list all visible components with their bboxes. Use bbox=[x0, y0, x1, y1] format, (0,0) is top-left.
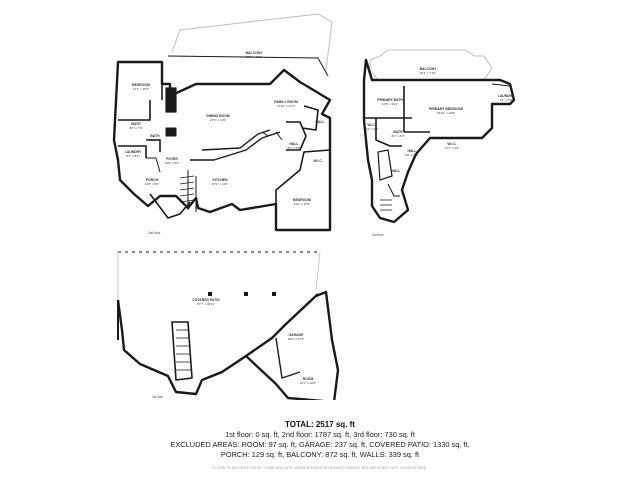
room-name: BALCONY bbox=[420, 67, 438, 71]
room-labels-1st-floor: COVERED PATIO 57'7" x 30'11" GARAGE 18'0… bbox=[192, 298, 316, 385]
room-name: W.I.C. bbox=[367, 123, 376, 127]
room-name: HALL bbox=[289, 142, 298, 146]
floor-name-3rd: 3rd floor bbox=[372, 233, 385, 237]
room-dims: 11'0" x 8'4" bbox=[145, 182, 160, 186]
room-name: PRIMARY BATH bbox=[377, 98, 403, 102]
floor-plan-3rd-floor: 3rd floor bbox=[362, 49, 516, 237]
room-name: HALL bbox=[315, 120, 324, 124]
room-name: FOYER bbox=[166, 157, 178, 161]
room-name: HALL bbox=[407, 149, 416, 153]
room-dims: 14'7" x 15'3" bbox=[133, 87, 149, 91]
room-dims: 11'10" x 17'0" bbox=[277, 104, 295, 108]
room-name: W.I.C. bbox=[313, 159, 322, 163]
room-dims: 30'1" x 7'10" bbox=[420, 71, 436, 75]
area-summary: TOTAL: 2517 sq. ft 1st floor: 0 sq. ft, … bbox=[0, 420, 640, 473]
room-dims: 11'2" x 13'3" bbox=[294, 202, 310, 206]
room-dims: 27'0" x 14'0" bbox=[210, 118, 226, 122]
room-name: LAUNDRY bbox=[125, 150, 142, 154]
room-dims: 6'2" x 4'0" bbox=[365, 127, 378, 131]
room-name: HALL bbox=[391, 169, 400, 173]
room-dims: 6'0" x 6'0" bbox=[391, 134, 404, 138]
room-name: BEDROOM bbox=[132, 83, 150, 87]
room-labels-2nd-floor: BALCONY 57'7" x 18'6" BEDROOM 14'7" x 15… bbox=[125, 51, 325, 206]
floor-name-2nd: 2nd floor bbox=[148, 231, 161, 235]
room-dims: 7'0" x 4'0" bbox=[148, 138, 161, 142]
room-name: BEDROOM bbox=[293, 198, 311, 202]
room-dims: 10'7" x 10'0" bbox=[300, 381, 316, 385]
disclaimer: FLOOR PLAN CREATED BY CUBICASA APP. MEAS… bbox=[212, 466, 428, 470]
room-name: BATH bbox=[393, 130, 403, 134]
room-dims: 57'7" x 18'6" bbox=[246, 55, 262, 59]
room-name: FAMILY ROOM bbox=[274, 100, 298, 104]
room-dims: 5'6" x 11'0" bbox=[405, 153, 420, 157]
room-dims: 15'10" x 13'8" bbox=[437, 111, 455, 115]
room-name: ROOM bbox=[303, 377, 314, 381]
room-dims: 6'0" x 6'0" bbox=[287, 146, 300, 150]
excluded-areas-continued: PORCH: 129 sq. ft, BALCONY: 872 sq. ft, … bbox=[220, 450, 420, 459]
room-name: PRIMARY BEDROOM bbox=[429, 107, 463, 111]
room-name: BATH bbox=[150, 134, 160, 138]
room-dims: 15'0" x 5'0" bbox=[165, 161, 180, 165]
room-labels-3rd-floor: BALCONY 30'1" x 7'10" PRIMARY BATH 12'6"… bbox=[365, 67, 515, 173]
room-name: W.I.C. bbox=[447, 142, 456, 146]
floor-name-1st: 1st floor bbox=[152, 395, 164, 399]
room-dims: 18'0" x 17'4" bbox=[288, 337, 304, 341]
room-name: PORCH bbox=[146, 178, 159, 182]
room-name: BATH bbox=[131, 122, 141, 126]
room-dims: 27'2" x 14'3" bbox=[212, 182, 228, 186]
room-name: COVERED PATIO bbox=[192, 298, 220, 302]
room-name: KITCHEN bbox=[212, 178, 228, 182]
excluded-areas: EXCLUDED AREAS: ROOM: 97 sq. ft, GARAGE:… bbox=[170, 440, 470, 449]
room-name: DINING ROOM bbox=[206, 114, 230, 118]
floor-plan-drawing: 2nd floor BALCONY 57'7" x 18'6" BEDROOM … bbox=[112, 13, 516, 400]
room-name: LAUNDRY bbox=[498, 94, 515, 98]
room-dims: 13'7" x 4'4" bbox=[445, 146, 460, 150]
room-dims: 8'4" x 7'0" bbox=[129, 126, 142, 130]
room-dims: 57'7" x 30'11" bbox=[197, 302, 215, 306]
floor-plan-2nd-floor: 2nd floor bbox=[112, 13, 333, 235]
room-name: GARAGE bbox=[289, 333, 305, 337]
floor-plan-1st-floor: 1st floor bbox=[116, 251, 340, 400]
room-dims: 8'1" x 8'9" bbox=[126, 154, 139, 158]
room-dims: 7'1" x 5'9" bbox=[499, 98, 512, 102]
total-area: TOTAL: 2517 sq. ft bbox=[285, 420, 355, 429]
room-dims: 12'6" x 9'11" bbox=[382, 102, 398, 106]
floor-areas: 1st floor: 0 sq. ft, 2nd floor: 1787 sq.… bbox=[225, 430, 415, 439]
room-name: BALCONY bbox=[246, 51, 264, 55]
